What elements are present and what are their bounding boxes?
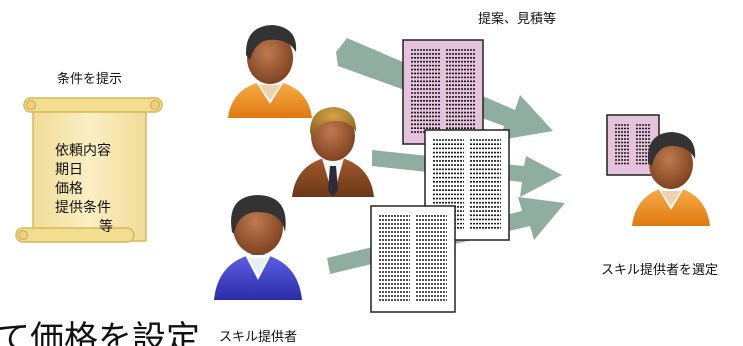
- person-brown-suit-icon: [292, 107, 374, 197]
- condition-item: 依頼内容: [55, 143, 111, 159]
- cut-off-heading: て価格を設定: [0, 319, 200, 346]
- conditions-title: 条件を提示: [57, 72, 123, 87]
- conditions-scroll: [15, 97, 163, 243]
- person-blue-icon: [214, 195, 302, 300]
- condition-item: 価格: [55, 181, 83, 197]
- person-orange-icon: [228, 25, 312, 118]
- condition-item: 期日: [55, 162, 83, 178]
- select-provider-label: スキル提供者を選定: [601, 263, 719, 278]
- conditions-list: 依頼内容 期日 価格 提供条件 等: [55, 142, 147, 237]
- document-pink: [402, 39, 484, 145]
- condition-item: 提供条件: [55, 200, 111, 216]
- document-bottom: [370, 205, 456, 313]
- proposals-title: 提案、見積等: [478, 12, 557, 27]
- skill-providers-label: スキル提供者: [219, 330, 298, 345]
- person-selected-icon: [632, 132, 710, 226]
- proposal-documents: [370, 39, 660, 313]
- condition-item: 等: [99, 219, 113, 235]
